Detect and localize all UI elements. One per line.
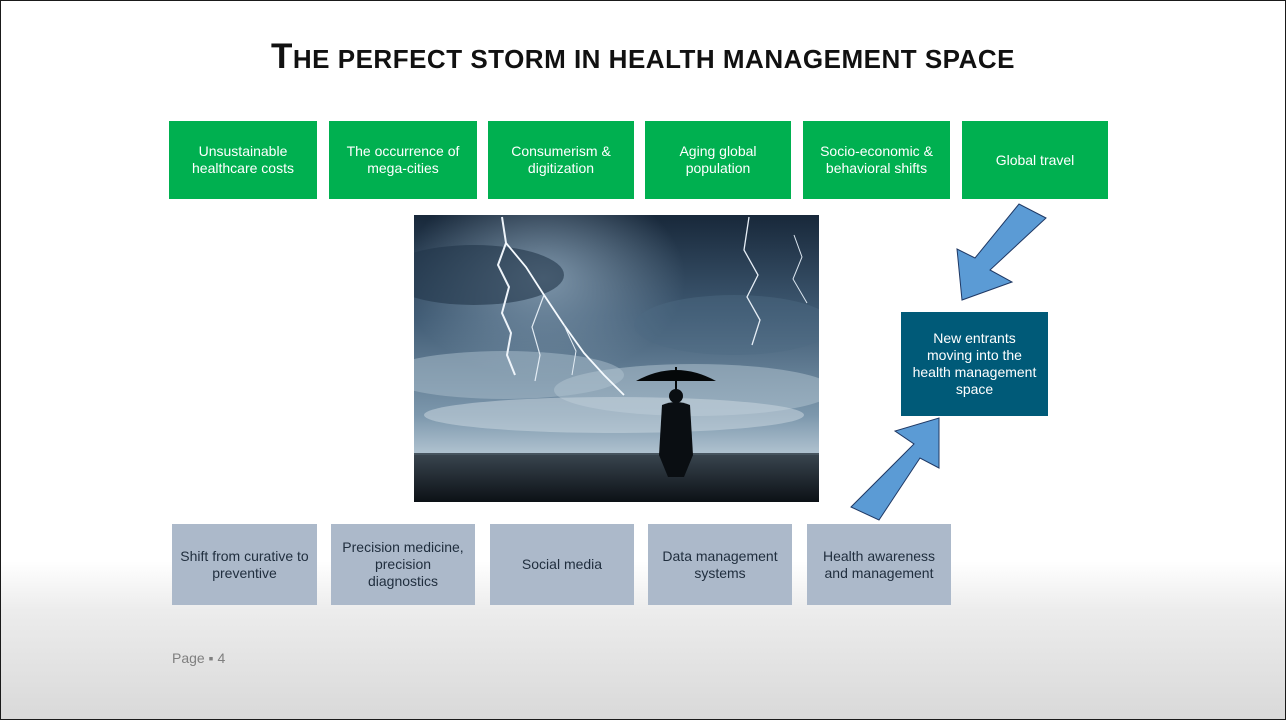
factor-box-data-management: Data management systems <box>648 524 792 605</box>
factor-box-health-awareness: Health awareness and management <box>807 524 951 605</box>
factor-box-socio-economic: Socio-economic & behavioral shifts <box>803 121 950 199</box>
factor-box-global-travel: Global travel <box>962 121 1108 199</box>
title-rest: HE PERFECT STORM IN HEALTH MANAGEMENT SP… <box>292 44 1015 74</box>
factor-box-curative-to-preventive: Shift from curative to preventive <box>172 524 317 605</box>
new-entrants-box: New entrants moving into the health mana… <box>901 312 1048 416</box>
storm-photo <box>414 215 819 502</box>
arrow-up-right <box>850 417 940 521</box>
page-number: Page ▪ 4 <box>172 650 226 666</box>
factor-box-social-media: Social media <box>490 524 634 605</box>
arrow-down-left <box>956 203 1047 301</box>
factor-box-healthcare-costs: Unsustainable healthcare costs <box>169 121 317 199</box>
slide-title: THE PERFECT STORM IN HEALTH MANAGEMENT S… <box>1 37 1285 77</box>
factor-box-precision-medicine: Precision medicine, precision diagnostic… <box>331 524 475 605</box>
factor-box-mega-cities: The occurrence of mega-cities <box>329 121 477 199</box>
title-initial: T <box>271 37 293 76</box>
factor-box-consumerism: Consumerism & digitization <box>488 121 634 199</box>
factor-box-aging-population: Aging global population <box>645 121 791 199</box>
